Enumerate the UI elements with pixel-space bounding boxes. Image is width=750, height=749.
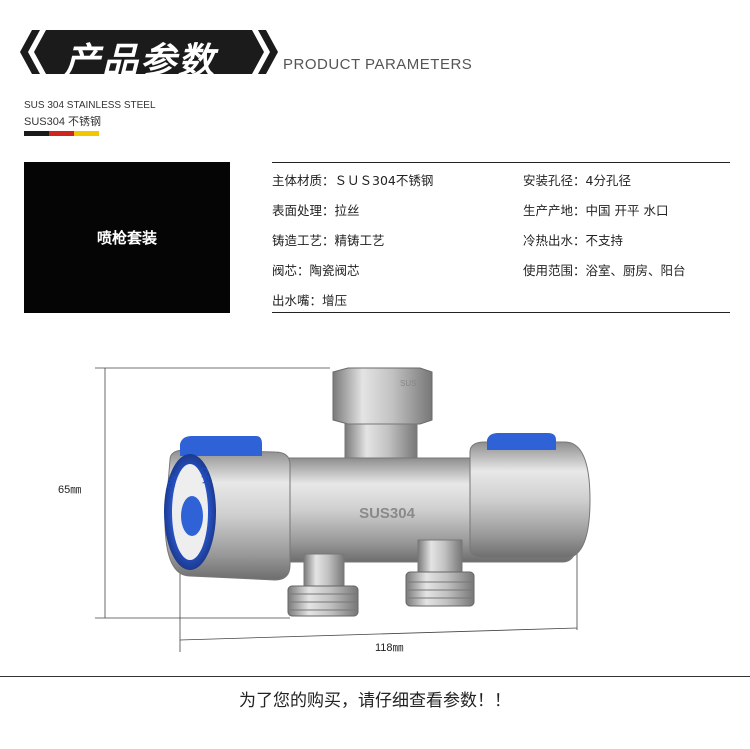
spec-surface: 表面处理：拉丝 bbox=[272, 203, 360, 218]
spec-casting: 铸造工艺：精铸工艺 bbox=[272, 233, 385, 248]
spec-top-rule bbox=[272, 162, 730, 163]
spec-usage: 使用范围：浴室、厨房、阳台 bbox=[523, 263, 686, 278]
svg-text:SUS: SUS bbox=[400, 379, 416, 388]
spec-hot-cold: 冷热出水：不支持 bbox=[523, 233, 624, 248]
product-illustration: SUS ON OFF SUS304 65㎜ 118㎜ bbox=[0, 340, 750, 670]
flag-yellow bbox=[74, 131, 99, 136]
knob-on-text: ON bbox=[166, 474, 179, 491]
width-dimension: 118㎜ bbox=[375, 642, 404, 654]
spec-material: 主体材质：ＳＵＳ304不锈钢 bbox=[272, 173, 434, 188]
flag-black bbox=[24, 131, 49, 136]
spec-origin: 生产产地：中国 开平 水口 bbox=[523, 203, 669, 218]
top-nut bbox=[332, 367, 433, 425]
engraving-text: SUS304 bbox=[359, 505, 416, 522]
spec-outlet: 出水嘴：增压 bbox=[272, 293, 348, 308]
banner-shape bbox=[20, 30, 278, 74]
material-en: SUS 304 STAINLESS STEEL bbox=[24, 100, 156, 111]
height-dimension: 65㎜ bbox=[58, 484, 82, 496]
spec-valve-core: 阀芯：陶瓷阀芯 bbox=[272, 263, 360, 278]
page-title: 产品参数 bbox=[64, 41, 217, 82]
right-handle-tab bbox=[487, 433, 556, 450]
product-name-box: 喷枪套装 bbox=[24, 162, 230, 313]
left-handle-tab bbox=[180, 436, 262, 456]
footer-rule bbox=[0, 676, 750, 677]
material-cn: SUS304 不锈钢 bbox=[24, 116, 102, 128]
left-outlet-neck bbox=[303, 553, 345, 589]
knob-off-text: OFF bbox=[197, 467, 211, 489]
right-outlet-neck bbox=[417, 539, 463, 577]
spec-bottom-rule bbox=[272, 312, 730, 313]
valve-drawing: SUS ON OFF SUS304 bbox=[95, 367, 591, 652]
right-outlet-thread bbox=[405, 571, 475, 607]
footer-note: 为了您的购买，请仔细查看参数！！ bbox=[239, 691, 511, 711]
left-knob-center bbox=[181, 496, 203, 536]
flag-red bbox=[49, 131, 74, 136]
dim-width-line bbox=[179, 627, 578, 641]
header-banner: 产品参数 bbox=[18, 28, 280, 82]
product-name: 喷枪套装 bbox=[96, 229, 157, 247]
page-subtitle: PRODUCT PARAMETERS bbox=[283, 56, 473, 73]
spec-hole: 安装孔径：4分孔径 bbox=[523, 173, 631, 188]
right-cap bbox=[469, 441, 591, 559]
flag-stripe bbox=[24, 131, 99, 136]
left-outlet-thread bbox=[287, 585, 359, 617]
